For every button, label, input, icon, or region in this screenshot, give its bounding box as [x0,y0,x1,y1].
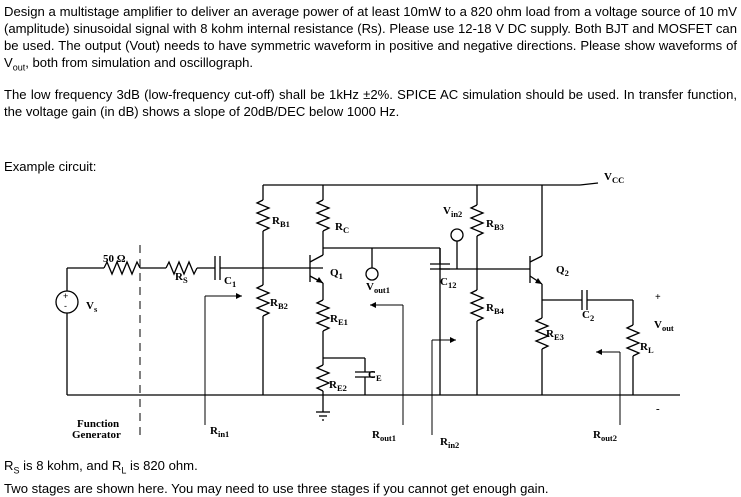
label-c2: C2 [582,309,594,323]
capacitor-c1 [214,256,221,280]
label-re1: RE1 [330,313,348,327]
resistor-rs [165,260,198,276]
label-rout1: Rout1 [372,429,396,443]
transistor-q2 [529,255,543,285]
label-rc: RC [335,221,349,235]
problem-text-b: , both from simulation and oscillograph. [25,55,254,70]
resistor-re1 [315,299,331,332]
label-q2: Q2 [556,264,569,278]
resistor-rb4 [469,289,485,322]
resistor-rb1 [255,199,271,232]
label-vin2: Vin2 [443,205,462,219]
label-q1: Q1 [330,267,343,281]
ground-symbol [316,395,330,421]
capacitor-c2 [581,290,588,310]
label-vs: Vs [86,300,98,314]
frequency-text: The low frequency 3dB (low-frequency cut… [4,87,737,119]
label-rin2: Rin2 [440,436,459,450]
label-rb2: RB2 [270,297,288,311]
label-re2: RE2 [329,379,347,393]
resistor-rc [315,199,331,232]
label-vout: Vout [654,319,674,333]
resistor-re3 [534,317,550,350]
label-c1: C1 [224,275,236,289]
resistor-rb3 [469,204,485,237]
problem-subscript: out [12,62,26,73]
label-rb1: RB1 [272,215,290,229]
label-rb3: RB3 [486,218,504,232]
label-rl: RL [640,341,654,355]
source-minus: - [64,301,67,311]
frequency-requirement: The low frequency 3dB (low-frequency cut… [4,86,737,120]
label-c12: C12 [440,276,456,290]
vout1-probe [365,267,379,281]
label-vcc: VCC [604,171,624,185]
footer-notes: RS is 8 kohm, and RL is 820 ohm. Two sta… [4,457,549,497]
problem-text-a: Design a multistage amplifier to deliver… [4,4,737,70]
source-plus: + [63,291,68,301]
resistor-rb2 [255,284,271,317]
label-rs: RS [175,271,188,285]
label-50-ohm: 50 Ω [103,253,126,265]
label-rb4: RB4 [486,302,505,316]
impedance-arrows [204,293,621,435]
vin2-probe [450,228,464,242]
example-heading: Example circuit: [4,159,97,174]
problem-statement: Design a multistage amplifier to deliver… [4,3,737,77]
label-generator: Generator [72,429,121,441]
resistor-50-ohm [103,260,141,276]
label-re3: RE3 [546,328,564,342]
voltage-source: + - [55,268,79,395]
footer-line-1: RS is 8 kohm, and RL is 820 ohm. [4,458,198,476]
label-rin1: Rin1 [210,425,229,439]
label-ce: CE [368,369,382,383]
label-output-plus: + [655,292,661,303]
footer-line-2: Two stages are shown here. You may need … [4,480,549,496]
label-output-minus: - [656,403,660,415]
label-vout1: Vout1 [366,281,390,295]
resistor-re2 [315,364,331,392]
resistor-rl [625,324,641,357]
label-function: Function [77,418,119,430]
transistor-q1 [309,254,324,284]
label-rout2: Rout2 [593,429,617,443]
